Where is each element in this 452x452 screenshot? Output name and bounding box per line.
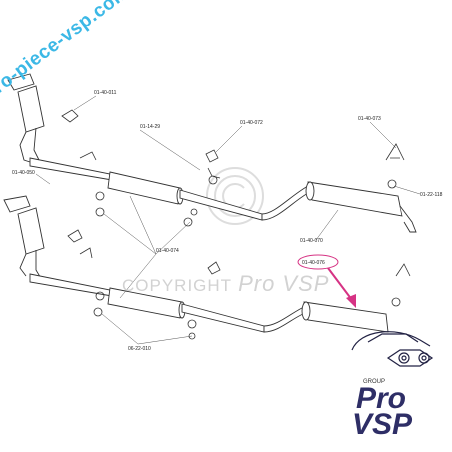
logo-pro-text: Pro — [356, 382, 407, 415]
part-label: 01-40-070 — [300, 238, 323, 244]
part-label: 01-40-011 — [94, 90, 117, 96]
lower-exhaust-system — [3, 195, 389, 333]
upper-manifold — [7, 73, 35, 91]
part-label: 01-40-074 — [156, 248, 179, 254]
logo-group-text: GROUP — [363, 379, 386, 385]
upper-rear-muffler — [307, 181, 403, 217]
lower-manifold — [3, 195, 31, 213]
copyright-watermark: COPYRIGHT Pro VSP — [122, 271, 329, 297]
part-number-labels: 01-40-011 01-14-29 01-40-072 01-40-073 0… — [12, 90, 443, 352]
lower-catalyst — [17, 207, 45, 255]
part-label: 01-14-29 — [140, 124, 160, 130]
part-label: 01-40-076 — [302, 260, 325, 266]
highlight-arrow — [297, 254, 356, 308]
part-label: 01-22-118 — [420, 192, 443, 198]
upper-front-muffler — [107, 171, 181, 205]
lower-front-muffler — [107, 287, 183, 319]
part-label: 01-40-072 — [240, 120, 263, 126]
upper-exhaust-system — [7, 73, 417, 233]
leader-lines — [35, 95, 421, 345]
part-label: 06-22-010 — [128, 346, 151, 352]
hangers-and-clamps — [61, 109, 411, 340]
lower-rear-muffler — [303, 301, 389, 333]
part-label: 01-40-050 — [12, 170, 35, 176]
logo-vsp-text: VSP — [352, 408, 413, 441]
car-sketch — [351, 331, 434, 367]
upper-catalyst — [17, 85, 45, 133]
part-label: 01-40-073 — [358, 116, 381, 122]
copyright-text: COPYRIGHT — [122, 276, 233, 295]
copyright-brand: Pro VSP — [238, 271, 330, 296]
